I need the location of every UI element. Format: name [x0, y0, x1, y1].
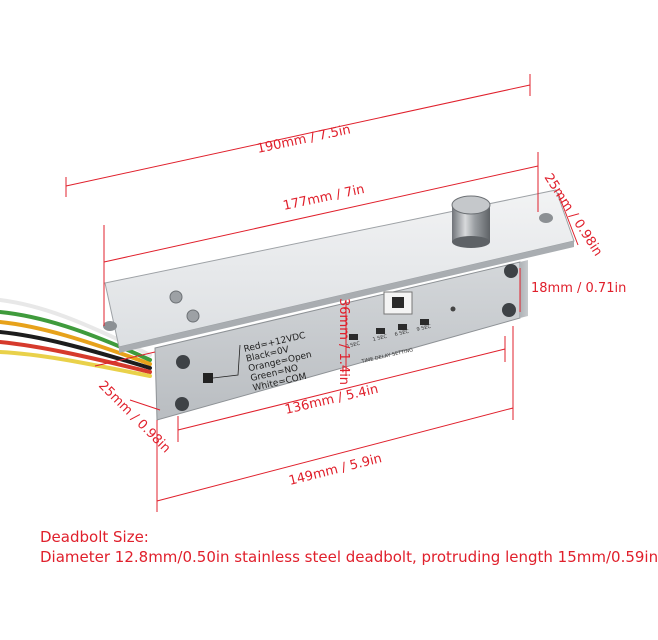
body-screw-hole [175, 397, 189, 411]
dim-body-length: 149mm / 5.9in [287, 451, 383, 489]
caption-description: Diameter 12.8mm/0.50in stainless steel d… [40, 548, 658, 566]
dip-switch [376, 328, 385, 334]
dip-switch [398, 324, 407, 330]
status-led [450, 306, 456, 312]
dim-total-length: 190mm / 7.5in [256, 122, 352, 156]
dim-plate-length: 177mm / 7in [282, 182, 366, 214]
switch-label-0: 0 SEC [345, 341, 361, 350]
plate-screw [186, 309, 200, 323]
plate-screw-hole-right [539, 213, 553, 223]
dimension-lines [65, 74, 579, 512]
dip-switch [349, 334, 358, 340]
dim-inner-length: 136mm / 5.4in [284, 382, 380, 418]
dim-body-offset: 18mm / 0.71in [531, 281, 626, 296]
plate-screw-hole-left [103, 321, 117, 331]
wiring-marker [203, 373, 213, 383]
plate-screw [169, 290, 183, 304]
switch-label-1: 1 SEC [372, 334, 388, 343]
caption-title: Deadbolt Size: [40, 528, 149, 546]
switch-label-2: 6 SEC [394, 329, 410, 338]
deadbolt-pin [451, 195, 491, 248]
body-screw-hole [176, 355, 190, 369]
deadbolt-lock-diagram: 0 SEC 1 SEC 6 SEC 9 SEC TIME DELAY SETTI… [0, 74, 626, 512]
body-screw-hole [504, 264, 518, 278]
switch-label-3: 9 SEC [416, 324, 432, 333]
dim-body-height: 36mm / 1.4in [336, 298, 351, 385]
body-screw-hole [502, 303, 516, 317]
dip-switch [420, 319, 429, 325]
